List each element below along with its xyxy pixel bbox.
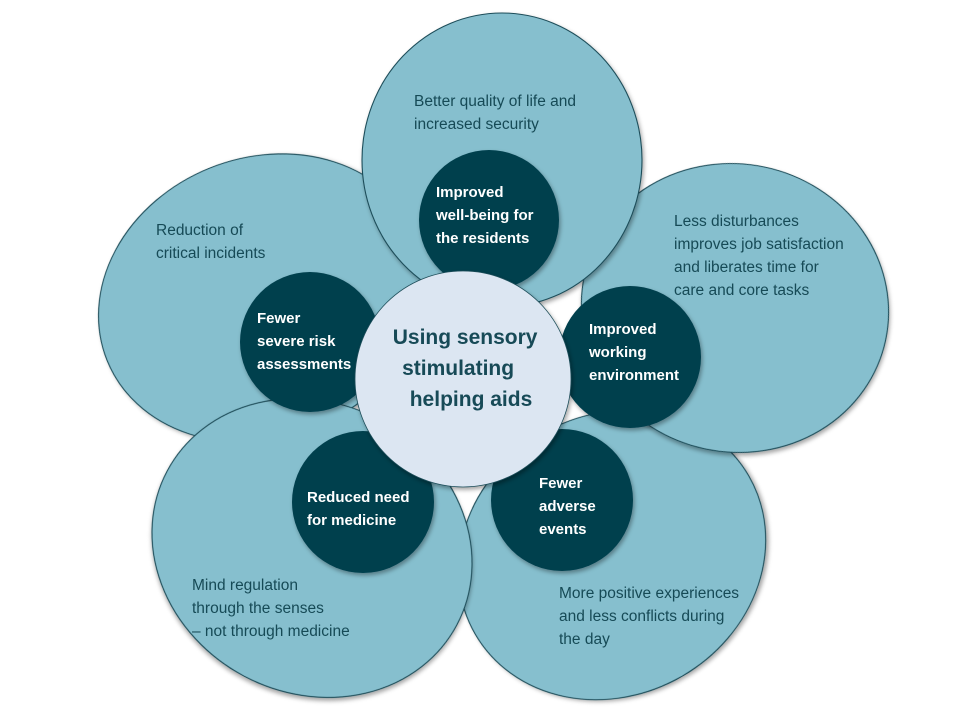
outcome-line: critical incidents — [156, 245, 266, 262]
outcome-line: care and core tasks — [674, 282, 810, 299]
outcome-text-left: Reduction of critical incidents — [156, 222, 266, 262]
outcome-line: and liberates time for — [674, 259, 819, 276]
effect-text-top: Improved well-being for the residents — [435, 184, 538, 247]
effect-circle-left — [240, 272, 380, 412]
effect-line: Improved — [589, 321, 657, 338]
effect-line: events — [539, 521, 587, 538]
outcome-line: the day — [559, 631, 610, 648]
effect-circle-bottom-left — [292, 431, 434, 573]
effect-line: for medicine — [307, 512, 396, 529]
center-title-line: Using sensory — [393, 326, 538, 349]
outcome-text-right: Less disturbances improves job satisfact… — [674, 213, 848, 299]
effect-line: working — [588, 344, 647, 361]
effect-text-bottom-right: Fewer adverse events — [539, 475, 600, 538]
effect-text-bottom-left: Reduced need for medicine — [307, 489, 414, 529]
effect-circle-top — [419, 150, 559, 290]
effect-line: severe risk — [257, 333, 336, 350]
outcome-line: Mind regulation — [192, 577, 298, 594]
outcome-text-top: Better quality of life and increased sec… — [414, 93, 580, 133]
effect-line: well-being for — [435, 207, 534, 224]
effect-circle-right — [559, 286, 701, 428]
outcome-line: More positive experiences — [559, 585, 739, 602]
outcome-line: improves job satisfaction — [674, 236, 844, 253]
effect-line: Improved — [436, 184, 504, 201]
outcome-text-bottom-right: More positive experiences and less confl… — [559, 585, 743, 648]
center-title: Using sensory stimulating helping aids — [393, 326, 544, 411]
effect-line: environment — [589, 367, 679, 384]
effect-line: adverse — [539, 498, 596, 515]
effect-line: the residents — [436, 230, 529, 247]
outcome-text-bottom-left: Mind regulation through the senses – not… — [192, 577, 350, 640]
outcome-line: Less disturbances — [674, 213, 799, 230]
effect-text-right: Improved working environment — [588, 321, 679, 384]
center-circle — [354, 270, 572, 488]
effect-text-left: Fewer severe risk assessments — [257, 310, 351, 373]
outcome-line: and less conflicts during — [559, 608, 724, 625]
effect-line: Fewer — [257, 310, 301, 327]
effect-line: Reduced need — [307, 489, 410, 506]
outcome-line: increased security — [414, 116, 539, 133]
effect-line: Fewer — [539, 475, 583, 492]
effect-line: assessments — [257, 356, 351, 373]
center-title-line: stimulating — [402, 357, 514, 380]
outcome-line: Reduction of — [156, 222, 244, 239]
center-title-line: helping aids — [410, 388, 533, 411]
outcome-line: through the senses — [192, 600, 324, 617]
outcome-line: Better quality of life and — [414, 93, 576, 110]
outcome-line: – not through medicine — [192, 623, 350, 640]
